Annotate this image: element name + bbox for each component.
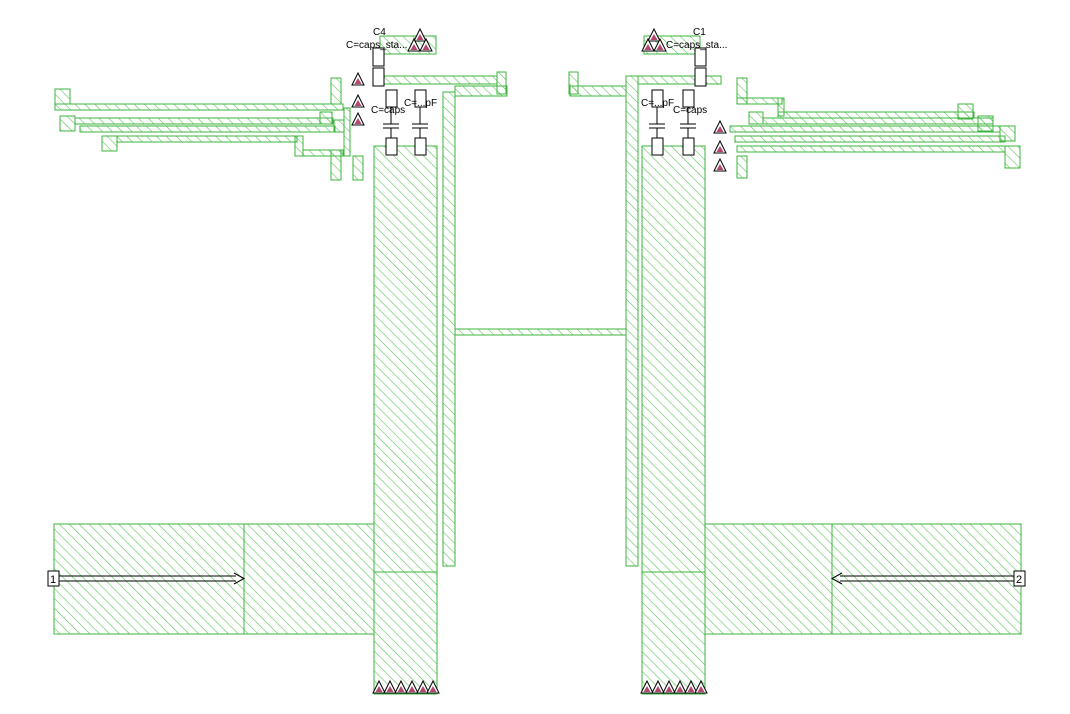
left-line-4	[101, 135, 118, 152]
left-line-2c	[319, 111, 333, 125]
center-bridge	[454, 328, 627, 336]
right-line-1d	[777, 111, 975, 119]
right-port-pad-outer	[831, 523, 1022, 635]
right-metal	[568, 35, 1022, 695]
left-line-4c	[294, 135, 304, 157]
c-left-a-value: C=caps	[371, 105, 405, 116]
left-line-3c	[333, 119, 345, 133]
left-line-2b	[74, 117, 334, 125]
right-line-5	[736, 155, 748, 179]
left-main-column	[373, 145, 438, 573]
right-line-2	[748, 111, 764, 125]
port-arrow-icon	[59, 572, 246, 585]
port-2[interactable]: 2	[830, 570, 1026, 587]
capacitor-left-b[interactable]	[412, 89, 428, 156]
left-line-1c	[330, 77, 342, 105]
c4-name: C4	[373, 27, 386, 38]
right-port-pad-inner	[704, 523, 833, 635]
left-column-foot	[373, 571, 438, 695]
right-line-1b	[736, 97, 783, 105]
left-line-3	[79, 125, 336, 133]
right-line-2b	[762, 117, 994, 125]
c1-name: C1	[693, 27, 706, 38]
left-top-horizontal	[454, 85, 508, 97]
right-line-1e	[957, 103, 974, 120]
c-right-a-value: C=...pF	[641, 98, 674, 109]
c-left-b-value: C=...pF	[404, 98, 437, 109]
left-line-1b	[54, 103, 344, 111]
right-main-column	[641, 145, 706, 573]
capacitor-right-a[interactable]	[649, 89, 665, 156]
right-top-bar	[637, 75, 722, 85]
capacitor-right-b[interactable]	[680, 89, 696, 156]
port-1[interactable]: 1	[47, 570, 246, 587]
port-2-label: 2	[1016, 574, 1022, 586]
right-line-4	[734, 135, 1006, 143]
left-port-pad-inner	[243, 523, 375, 635]
port-arrow-icon	[830, 572, 1014, 585]
left-line-4e	[330, 149, 342, 181]
right-line-3	[729, 125, 1001, 133]
left-line-4b	[116, 135, 298, 143]
left-top-stub	[496, 71, 507, 95]
left-top-bar	[383, 75, 498, 85]
capacitor-left-a[interactable]	[383, 89, 399, 156]
left-line-5b	[343, 107, 351, 157]
left-thin-vertical	[442, 91, 456, 567]
left-port-pad-outer	[53, 523, 245, 635]
right-line-4c	[1004, 145, 1021, 169]
left-line-1	[54, 88, 71, 105]
left-line-2	[59, 115, 76, 132]
right-thin-vertical	[625, 75, 639, 567]
capacitor-c4[interactable]	[372, 47, 385, 87]
left-line-5	[352, 155, 364, 181]
right-column-foot	[641, 571, 706, 695]
right-top-stub	[568, 71, 579, 95]
port-1-label: 1	[50, 574, 56, 586]
c-right-b-value: C=caps	[673, 105, 707, 116]
capacitor-c1[interactable]	[694, 47, 707, 87]
c4-value: C=caps_sta...	[346, 40, 407, 51]
c1-value: C=caps_sta...	[666, 40, 727, 51]
right-line-4b	[736, 145, 1006, 153]
left-line-4d	[302, 149, 344, 157]
left-metal	[53, 35, 508, 695]
